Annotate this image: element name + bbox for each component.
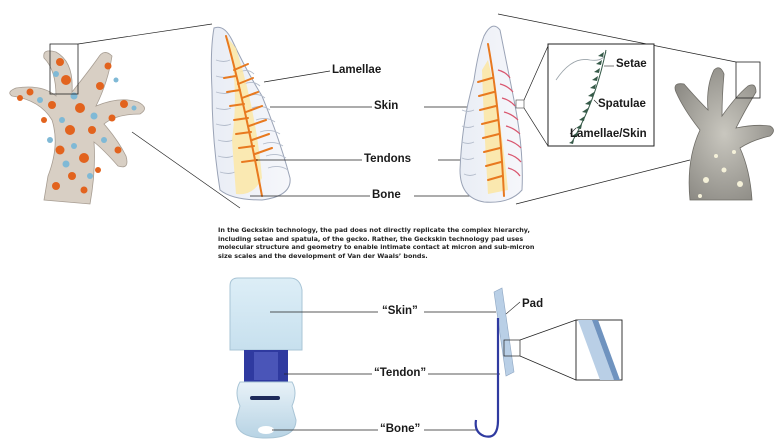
zoom-line <box>524 46 548 100</box>
geckskin-device-icon <box>230 278 302 438</box>
caption-text: In the Geckskin technology, the pad does… <box>218 226 548 260</box>
label-lamellae: Lamellae <box>332 64 381 76</box>
toe-cross-section-detail-icon <box>460 26 524 202</box>
zoom-line <box>78 24 212 44</box>
pad-side-view-icon <box>476 288 520 437</box>
gecko-foot-orange-icon <box>10 51 145 204</box>
zoom-line <box>520 356 576 380</box>
label-tendons: Tendons <box>364 153 411 165</box>
label-setae: Setae <box>616 58 647 70</box>
zoom-line <box>524 108 548 146</box>
zoom-line <box>516 160 690 204</box>
toe-cross-section-icon <box>211 27 290 200</box>
label-pad: Pad <box>522 298 543 310</box>
label-spatulae: Spatulae <box>598 98 646 110</box>
label-tendon-quoted: “Tendon” <box>374 367 426 379</box>
gecko-foot-gray-icon <box>675 62 774 200</box>
label-bone: Bone <box>372 189 401 201</box>
label-skin: Skin <box>374 100 398 112</box>
label-lamellae-skin: Lamellae/Skin <box>570 128 647 140</box>
zoom-line <box>520 320 576 340</box>
label-skin-quoted: “Skin” <box>382 305 418 317</box>
label-bone-quoted: “Bone” <box>380 423 420 435</box>
pad-zoom-icon <box>576 320 622 380</box>
